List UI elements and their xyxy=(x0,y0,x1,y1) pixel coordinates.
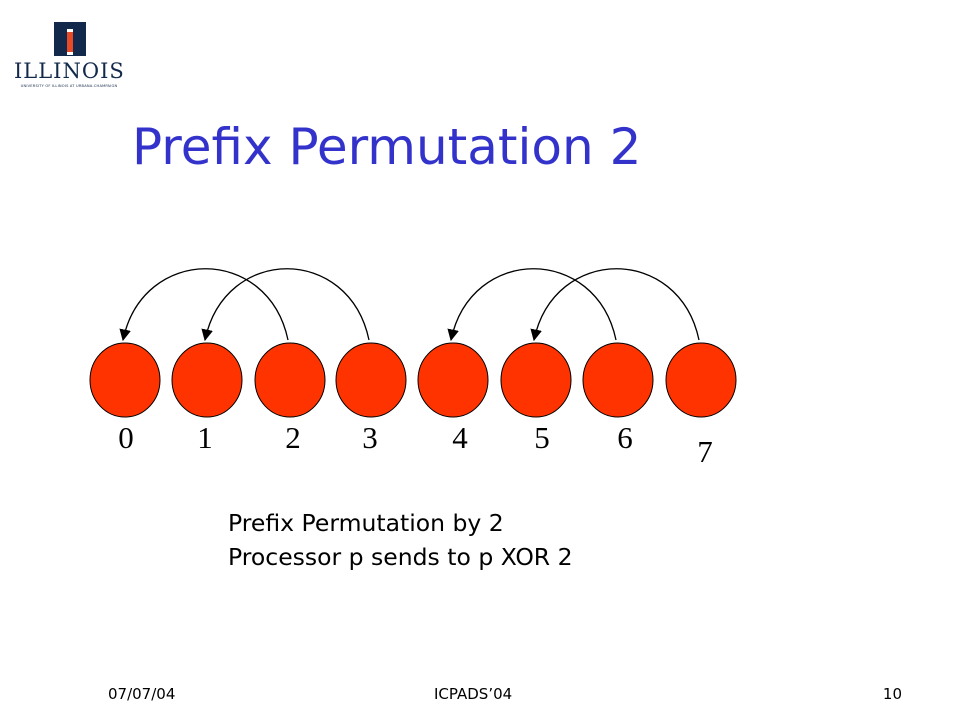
logo-subtitle: UNIVERSITY OF ILLINOIS AT URBANA-CHAMPAI… xyxy=(20,84,118,88)
footer-conference: ICPADS’04 xyxy=(434,685,513,703)
footer-page-number: 10 xyxy=(882,685,902,703)
node-label-4: 4 xyxy=(452,420,468,455)
processor-node-3 xyxy=(335,342,407,418)
node-label-6: 6 xyxy=(617,420,633,455)
block-i-icon xyxy=(54,22,86,56)
description-line-2: Processor p sends to p XOR 2 xyxy=(228,543,573,571)
node-label-3: 3 xyxy=(362,420,378,455)
description-line-1: Prefix Permutation by 2 xyxy=(228,509,504,537)
node-label-1: 1 xyxy=(197,420,213,455)
footer-date: 07/07/04 xyxy=(108,685,176,703)
processor-node-1 xyxy=(171,342,243,418)
university-logo: ILLINOIS UNIVERSITY OF ILLINOIS AT URBAN… xyxy=(14,18,124,94)
processor-node-2 xyxy=(254,342,326,418)
node-label-5: 5 xyxy=(534,420,550,455)
node-label-7: 7 xyxy=(697,434,713,469)
arrow-7-to-5 xyxy=(530,268,700,342)
processor-node-5 xyxy=(500,342,572,418)
processor-node-4 xyxy=(417,342,489,418)
arrow-6-to-4 xyxy=(447,268,617,342)
arrow-2-to-0 xyxy=(119,268,289,342)
slide-title: Prefix Permutation 2 xyxy=(132,118,642,176)
node-label-2: 2 xyxy=(285,420,301,455)
arrow-3-to-1 xyxy=(201,268,370,342)
processor-node-0 xyxy=(89,342,161,418)
processor-node-7 xyxy=(665,342,737,418)
logo-wordmark: ILLINOIS xyxy=(14,59,125,83)
node-label-0: 0 xyxy=(118,420,134,455)
processor-node-6 xyxy=(582,342,654,418)
description: Prefix Permutation by 2 Processor p send… xyxy=(228,506,573,574)
